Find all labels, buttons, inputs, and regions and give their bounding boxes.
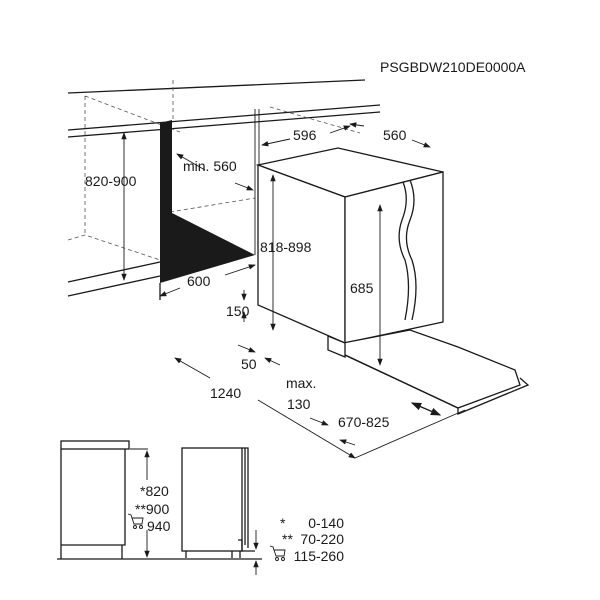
plinth-height-label: 150: [226, 303, 250, 319]
door-height-label: 685: [350, 280, 374, 296]
shopping-cart-icon: [269, 545, 286, 561]
side-view-diagram: [57, 440, 262, 575]
niche-min-depth-label: min. 560: [183, 158, 237, 174]
plinth-range-3: 115-260: [294, 548, 345, 564]
plinth-mark-2: **: [282, 531, 293, 547]
max-label: max.: [286, 375, 316, 391]
total-depth-label: 1240: [210, 385, 241, 401]
dishwasher-body: [255, 147, 530, 415]
niche: [67, 109, 260, 300]
model-code: PSGBDW210DE0000A: [380, 59, 526, 75]
shopping-cart-icon: [127, 513, 144, 529]
plinth-range-2: 70-220: [300, 531, 344, 547]
side-height-940: 940: [147, 518, 171, 534]
max-value-label: 130: [287, 396, 311, 412]
niche-height-label: 820-900: [85, 173, 137, 189]
niche-width-label: 600: [187, 273, 211, 289]
door-projection-label: 670-825: [338, 414, 390, 430]
side-height-900: **900: [135, 501, 169, 517]
dimension-lines: [121, 122, 466, 459]
appliance-height-label: 818-898: [260, 239, 312, 255]
plinth-range-1: 0-140: [308, 515, 344, 531]
side-height-820: *820: [140, 483, 169, 499]
plinth-mark-1: *: [280, 515, 286, 531]
appliance-width-label: 596: [293, 127, 317, 143]
appliance-depth-label: 560: [383, 127, 407, 143]
plinth-setback-label: 50: [241, 356, 257, 372]
